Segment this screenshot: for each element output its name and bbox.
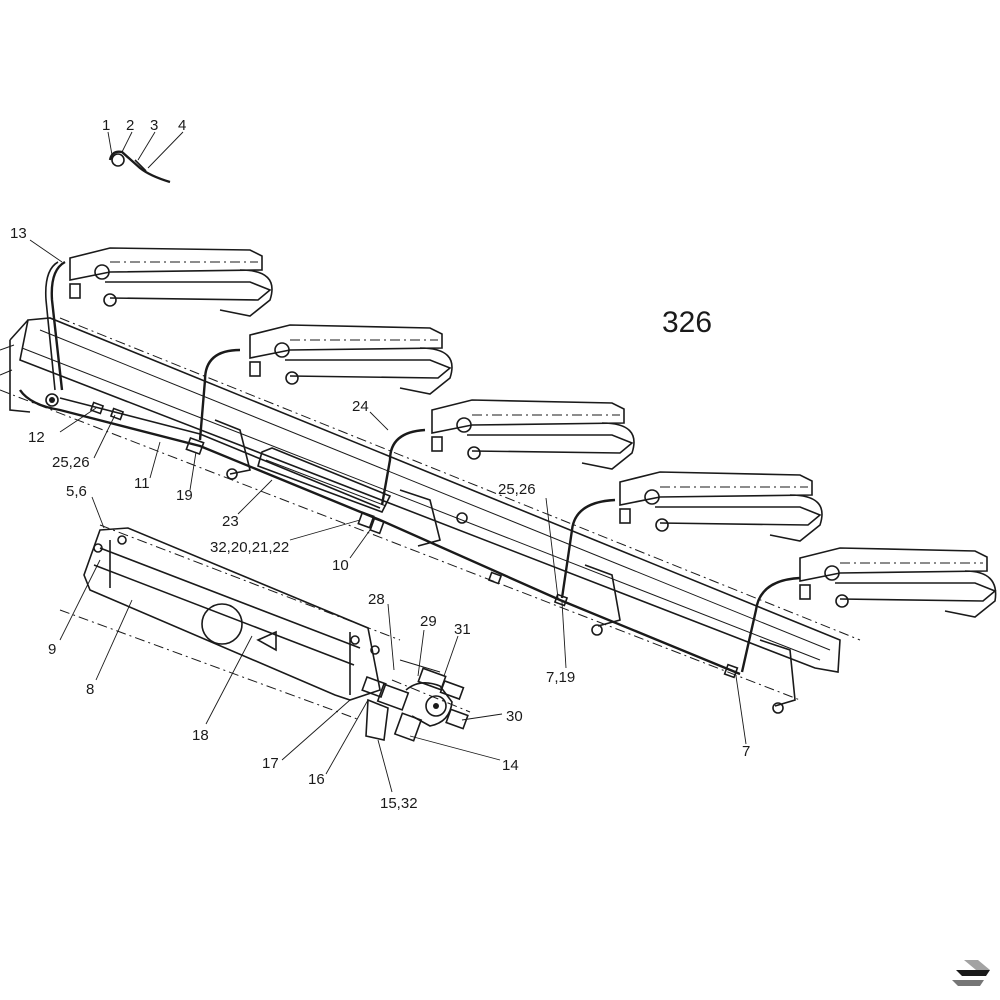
cylinder-unit-2 [249, 324, 453, 395]
cylinder-unit-5 [799, 547, 997, 618]
callout-label: 11 [134, 475, 150, 492]
cylinder-unit-4 [619, 471, 823, 542]
leader-lines [29, 131, 747, 793]
cylinder-unit-3 [431, 399, 635, 470]
callout-label: 16 [308, 771, 325, 788]
callout-label: 30 [506, 708, 523, 725]
callout-label: 10 [332, 557, 349, 574]
callout-label: 1 [102, 117, 110, 134]
callout-label: 7 [742, 743, 750, 760]
callout-label: 14 [502, 757, 519, 774]
callout-label: 12 [28, 429, 45, 446]
callout-label: 24 [352, 398, 369, 415]
callout-label: 32,20,21,22 [210, 539, 289, 556]
accumulator-23 [257, 447, 392, 513]
callout-label: 19 [176, 487, 193, 504]
callout-label: 28 [368, 591, 385, 608]
callout-label: 7,19 [546, 669, 575, 686]
cylinder-unit-1 [69, 247, 273, 317]
callout-label: 31 [454, 621, 471, 638]
callout-label: 23 [222, 513, 239, 530]
brand-logo-mark [952, 960, 990, 986]
callout-label: 9 [48, 641, 56, 658]
callout-label: 25,26 [498, 481, 536, 498]
callout-label: 17 [262, 755, 279, 772]
callout-label: 18 [192, 727, 209, 744]
callout-label: 29 [420, 613, 437, 630]
callout-label: 25,26 [52, 454, 90, 471]
page-number: 326 [662, 306, 712, 339]
lower-tank-assembly [59, 524, 401, 721]
callout-labels: 1 2 3 4 13 12 25,26 11 19 5,6 23 32,20,2… [10, 117, 750, 812]
callout-label: 5,6 [66, 483, 87, 500]
callout-label: 3 [150, 117, 158, 134]
callout-label: 15,32 [380, 795, 418, 812]
callout-label: 4 [178, 117, 186, 134]
beam-brackets [214, 419, 796, 714]
valve-block [361, 659, 471, 742]
callout-label: 8 [86, 681, 94, 698]
main-frame-beam [0, 317, 861, 701]
callout-label: 13 [10, 225, 27, 242]
callout-label: 2 [126, 117, 134, 134]
hose-risers [44, 260, 801, 673]
